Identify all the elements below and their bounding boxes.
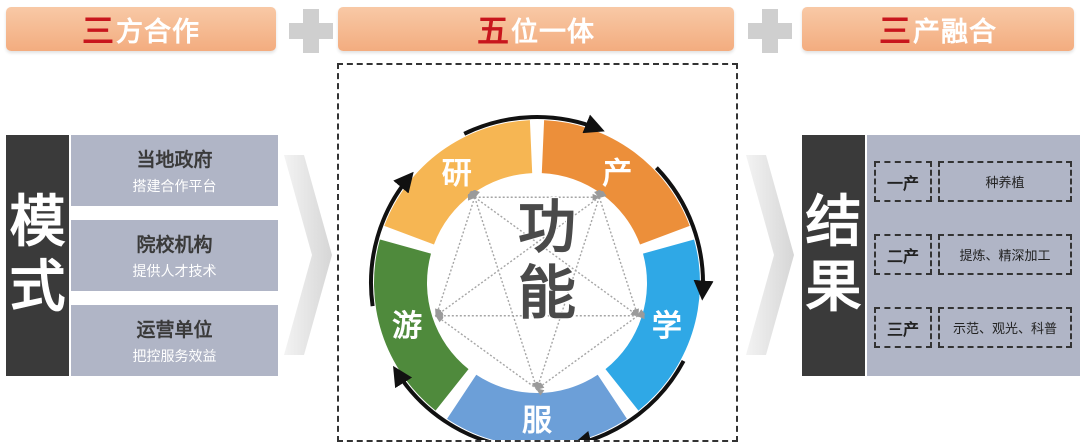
segment-label: 服 bbox=[522, 404, 553, 439]
mode-item-title: 院校机构 bbox=[136, 234, 213, 256]
segment-label: 游 bbox=[392, 309, 422, 344]
header-highlight-char: 三 bbox=[878, 12, 911, 50]
cycle-arrow bbox=[369, 171, 414, 307]
mode-item-subtitle: 搭建合作平台 bbox=[132, 179, 217, 195]
result-label-char: 果 bbox=[805, 254, 862, 320]
header-text: 产融合 bbox=[913, 16, 997, 48]
header-highlight-char: 三 bbox=[81, 12, 114, 50]
header-highlight-char: 五 bbox=[476, 12, 509, 50]
cycle-arrows bbox=[369, 114, 714, 440]
segment-label: 学 bbox=[652, 309, 682, 344]
result-panel: 一产 种养植 二产 提炼、精深加工 三产 示范、观光、科普 bbox=[867, 135, 1080, 376]
core-char: 能 bbox=[518, 259, 576, 327]
header-five-in-one: 五 位一体 bbox=[338, 7, 734, 51]
mode-item-institutions: 院校机构 提供人才技术 bbox=[71, 220, 278, 291]
plus-icon bbox=[289, 9, 333, 53]
pentagram-arrow bbox=[535, 309, 646, 390]
five-in-one-frame bbox=[337, 63, 738, 442]
pentagram-arrow bbox=[434, 314, 545, 396]
ring-segment bbox=[541, 120, 690, 245]
cycle-arrow bbox=[654, 166, 714, 301]
header-three-industry-integration: 三 产融合 bbox=[802, 7, 1074, 51]
result-row-label: 二产 bbox=[874, 234, 932, 275]
result-label-char: 结 bbox=[805, 190, 862, 256]
cycle-arrow bbox=[463, 114, 605, 136]
pentagram-arrow bbox=[434, 190, 607, 317]
plus-icon bbox=[748, 9, 792, 53]
result-row-label: 三产 bbox=[874, 307, 932, 348]
chevron-right-icon bbox=[746, 155, 794, 355]
header-text: 方合作 bbox=[116, 16, 200, 48]
chevron-right-icon bbox=[284, 155, 332, 355]
five-in-one-ring-diagram: 研 产学服 游 功 能 bbox=[369, 114, 714, 440]
cycle-arrow bbox=[393, 365, 490, 440]
result-label-block: 结 果 bbox=[802, 135, 865, 376]
mode-item-operator: 运营单位 把控服务效益 bbox=[71, 305, 278, 376]
mode-label-char: 模 bbox=[9, 190, 66, 256]
header-three-party-cooperation: 三 方合作 bbox=[6, 7, 276, 51]
mode-item-title: 运营单位 bbox=[136, 319, 213, 341]
result-row-value: 提炼、精深加工 bbox=[938, 234, 1072, 275]
result-row-label: 一产 bbox=[874, 161, 932, 202]
mode-label-char: 式 bbox=[9, 254, 66, 320]
mode-label-block: 模 式 bbox=[6, 135, 69, 376]
mode-item-title: 当地政府 bbox=[136, 149, 213, 171]
mode-item-local-government: 当地政府 搭建合作平台 bbox=[71, 135, 278, 206]
mode-item-subtitle: 提供人才技术 bbox=[132, 264, 217, 280]
cycle-arrow bbox=[571, 359, 686, 440]
pentagram-arrows bbox=[434, 189, 646, 396]
core-char: 功 bbox=[518, 193, 576, 261]
ring-segment bbox=[384, 120, 533, 245]
result-row-value: 种养植 bbox=[938, 161, 1072, 202]
segment-label: 研 bbox=[442, 157, 472, 192]
header-text: 位一体 bbox=[511, 16, 595, 48]
segment-label: 产 bbox=[602, 157, 632, 192]
segment-labels: 研 产学服 游 bbox=[392, 157, 682, 439]
mode-item-subtitle: 把控服务效益 bbox=[132, 349, 217, 365]
result-row-value: 示范、观光、科普 bbox=[938, 307, 1072, 348]
